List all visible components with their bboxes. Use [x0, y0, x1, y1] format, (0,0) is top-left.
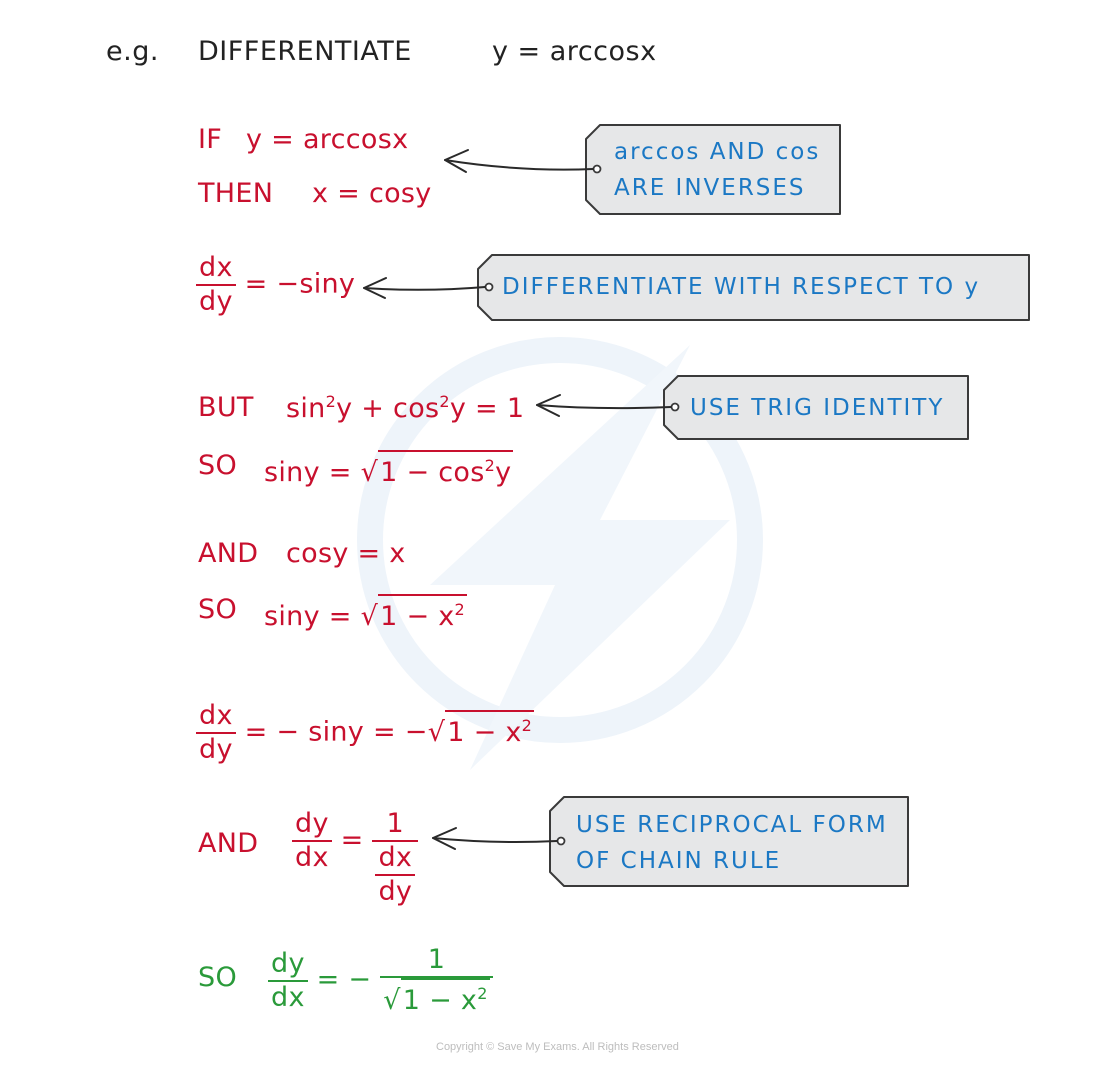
note-tag-inverses	[585, 124, 841, 215]
example-prefix: e.g.	[106, 36, 159, 67]
reciprocal-equals: =	[340, 824, 364, 856]
so1-keyword: SO	[198, 450, 237, 481]
then-equation: x = cosy	[312, 178, 432, 209]
so2-keyword: SO	[198, 594, 237, 625]
and1-keyword: AND	[198, 538, 259, 569]
final-keyword: SO	[198, 962, 237, 993]
and1-equation: cosy = x	[286, 538, 406, 569]
note-reciprocal-line1: USE RECIPROCAL FORM	[576, 812, 888, 838]
copyright-footer: Copyright © Save My Exams. All Rights Re…	[436, 1041, 679, 1053]
final-answer-fraction: 1√1 − x2	[380, 944, 493, 1017]
trig-identity-equation: sin2y + cos2y = 1	[286, 392, 525, 424]
note-tag-reciprocal	[549, 796, 909, 887]
note-reciprocal-line2: OF CHAIN RULE	[576, 848, 782, 874]
question-equation: y = arccosx	[492, 36, 657, 67]
arrow-inverses	[444, 159, 594, 171]
note-differentiate: DIFFERENTIATE WITH RESPECT TO y	[502, 274, 981, 300]
final-equals: = −	[316, 964, 372, 995]
dxdy-result-sqrt: √1 − x2	[428, 709, 535, 748]
but-keyword: BUT	[198, 392, 254, 423]
arrow-differentiate	[363, 286, 486, 291]
so2-equation: siny = √1 − x2	[264, 594, 468, 632]
instruction-title: DIFFERENTIATE	[198, 36, 412, 67]
note-tag-differentiate	[477, 254, 1030, 321]
dxdy-result-rhs: = − siny = −	[244, 716, 428, 748]
note-trig-identity: USE TRIG IDENTITY	[690, 395, 945, 421]
dxdy-rhs: = −siny	[244, 268, 356, 300]
if-equation: y = arccosx	[246, 124, 409, 155]
arrow-reciprocal	[432, 837, 558, 843]
and2-keyword: AND	[198, 828, 259, 859]
so1-equation: siny = √1 − cos2y	[264, 450, 514, 488]
if-keyword: IF	[198, 124, 223, 155]
note-tag-trig	[663, 375, 969, 440]
note-inverses-line1: arccos AND cos	[614, 139, 821, 165]
arrow-trig	[536, 404, 672, 410]
then-keyword: THEN	[198, 178, 274, 209]
note-inverses-line2: ARE INVERSES	[614, 175, 806, 201]
